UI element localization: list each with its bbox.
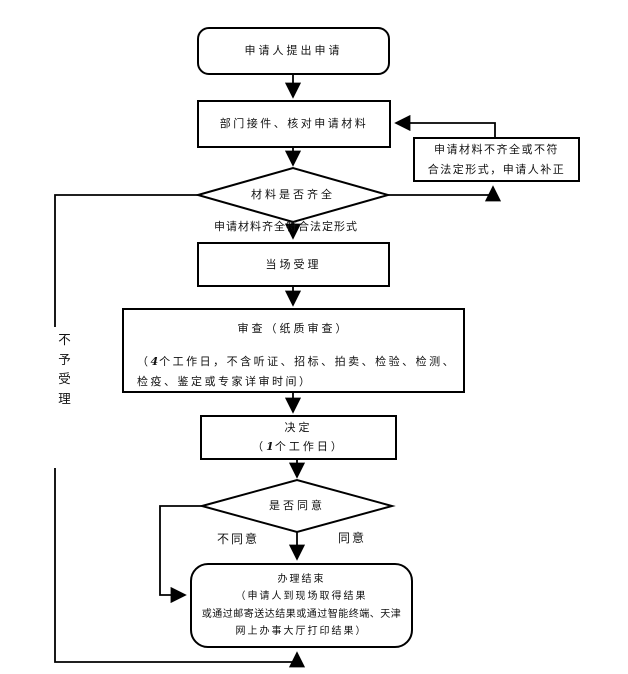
material-check-diamond bbox=[194, 166, 392, 224]
agree-check-label: 是否同意 bbox=[269, 499, 325, 512]
correction-line1: 申请材料不齐全或不符 bbox=[434, 143, 559, 157]
decide-note-rest: 个工作日） bbox=[274, 439, 345, 453]
review-note-line1: 个工作日，不含听证、招标、拍卖、检验、检测、 bbox=[159, 354, 457, 368]
correction-node: 申请材料不齐全或不符 合法定形式，申请人补正 bbox=[413, 137, 580, 182]
disagree-edge-label: 不同意 bbox=[216, 532, 259, 546]
decide-node: 决定 （1个工作日） bbox=[200, 415, 397, 460]
complete-note-label: 申请材料齐全符合法定形式 bbox=[214, 220, 358, 233]
receive-label: 部门接件、核对申请材料 bbox=[219, 117, 369, 131]
start-node: 申请人提出申请 bbox=[197, 27, 390, 75]
edge-check-to-correction bbox=[388, 185, 502, 202]
decide-note-open: （ bbox=[252, 439, 267, 453]
review-note-days: 4 bbox=[150, 354, 160, 368]
decide-note: （1个工作日） bbox=[252, 438, 345, 457]
review-note-open: （ bbox=[137, 354, 151, 368]
correction-line2: 合法定形式，申请人补正 bbox=[427, 162, 566, 176]
edge-disagree-to-result bbox=[159, 505, 202, 604]
decide-note-days: 1 bbox=[266, 439, 275, 453]
agree-edge-label: 同意 bbox=[337, 531, 366, 545]
result-line3: 或通过邮寄送达结果或通过智能终端、天津 bbox=[201, 608, 402, 620]
edge-reject-lower-segment bbox=[54, 468, 306, 668]
result-line1: 办理结束 bbox=[277, 573, 326, 585]
material-check-label: 材料是否齐全 bbox=[251, 188, 335, 201]
accept-node: 当场受理 bbox=[197, 242, 390, 287]
result-line2: （申请人到现场取得结果 bbox=[235, 591, 368, 602]
review-node: 审查（纸质审查） （4个工作日，不含听证、招标、拍卖、检验、检测、 检疫、鉴定或… bbox=[122, 308, 465, 393]
edge-correction-to-receive bbox=[394, 114, 496, 137]
edge-reject-upper-segment bbox=[54, 194, 198, 327]
receive-node: 部门接件、核对申请材料 bbox=[197, 100, 391, 148]
decide-title: 决定 bbox=[284, 420, 313, 434]
reject-edge-label: 不予受理 bbox=[57, 330, 72, 408]
agree-check-diamond bbox=[198, 478, 396, 534]
review-note: （4个工作日，不含听证、招标、拍卖、检验、检测、 检疫、鉴定或专家详审时间） bbox=[124, 352, 463, 394]
result-line4: 网上办事大厅打印结果） bbox=[235, 626, 368, 637]
accept-label: 当场受理 bbox=[265, 257, 322, 271]
result-node: 办理结束 （申请人到现场取得结果 或通过邮寄送达结果或通过智能终端、天津 网上办… bbox=[190, 563, 413, 648]
review-note-line2: 检疫、鉴定或专家详审时间） bbox=[137, 375, 313, 389]
start-label: 申请人提出申请 bbox=[244, 44, 343, 58]
review-title: 审查（纸质审查） bbox=[237, 322, 350, 335]
